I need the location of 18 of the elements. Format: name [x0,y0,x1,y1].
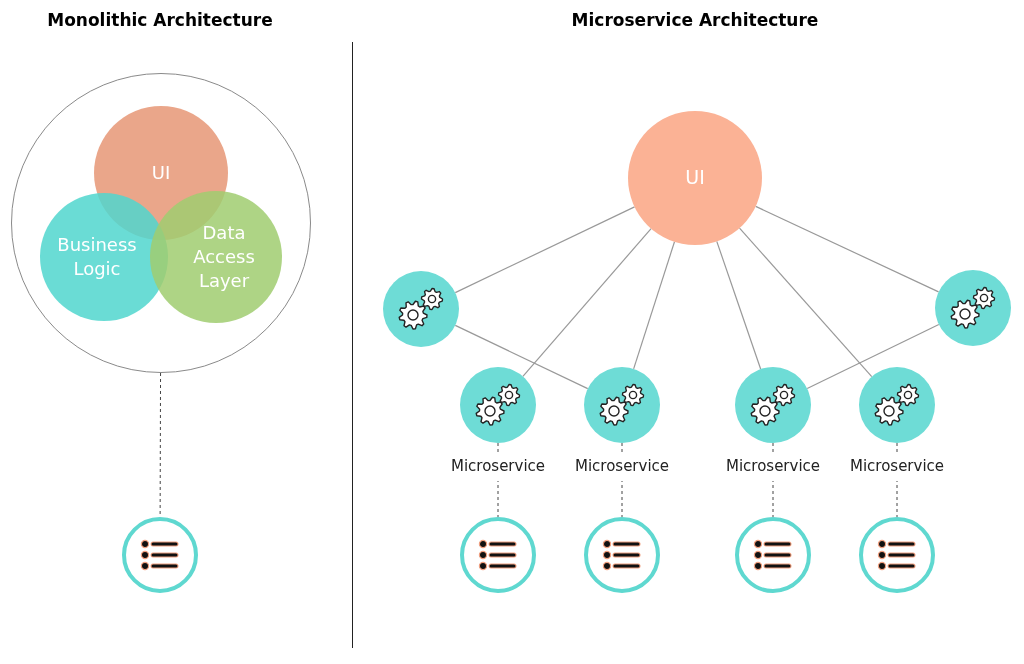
connector-line [716,240,762,370]
connector-line [633,241,676,370]
node-label: Data Access Layer [192,220,256,294]
node-caption: Microservice [573,455,671,481]
connector-line [738,227,873,378]
section-heading: Microservice Architecture [571,10,819,30]
section-heading: Monolithic Architecture [47,10,273,30]
node-label: UI [151,160,171,185]
node-caption: Microservice [449,455,547,481]
node-caption: Microservice [848,455,946,481]
connector-line [454,206,636,294]
node-label: Business Logic [56,232,138,281]
connector-line [755,205,940,293]
node-label: UI [685,165,705,191]
node-caption: Microservice [724,455,822,481]
connector-line [806,323,940,390]
connector-line [522,228,652,377]
connector-line [454,324,589,390]
